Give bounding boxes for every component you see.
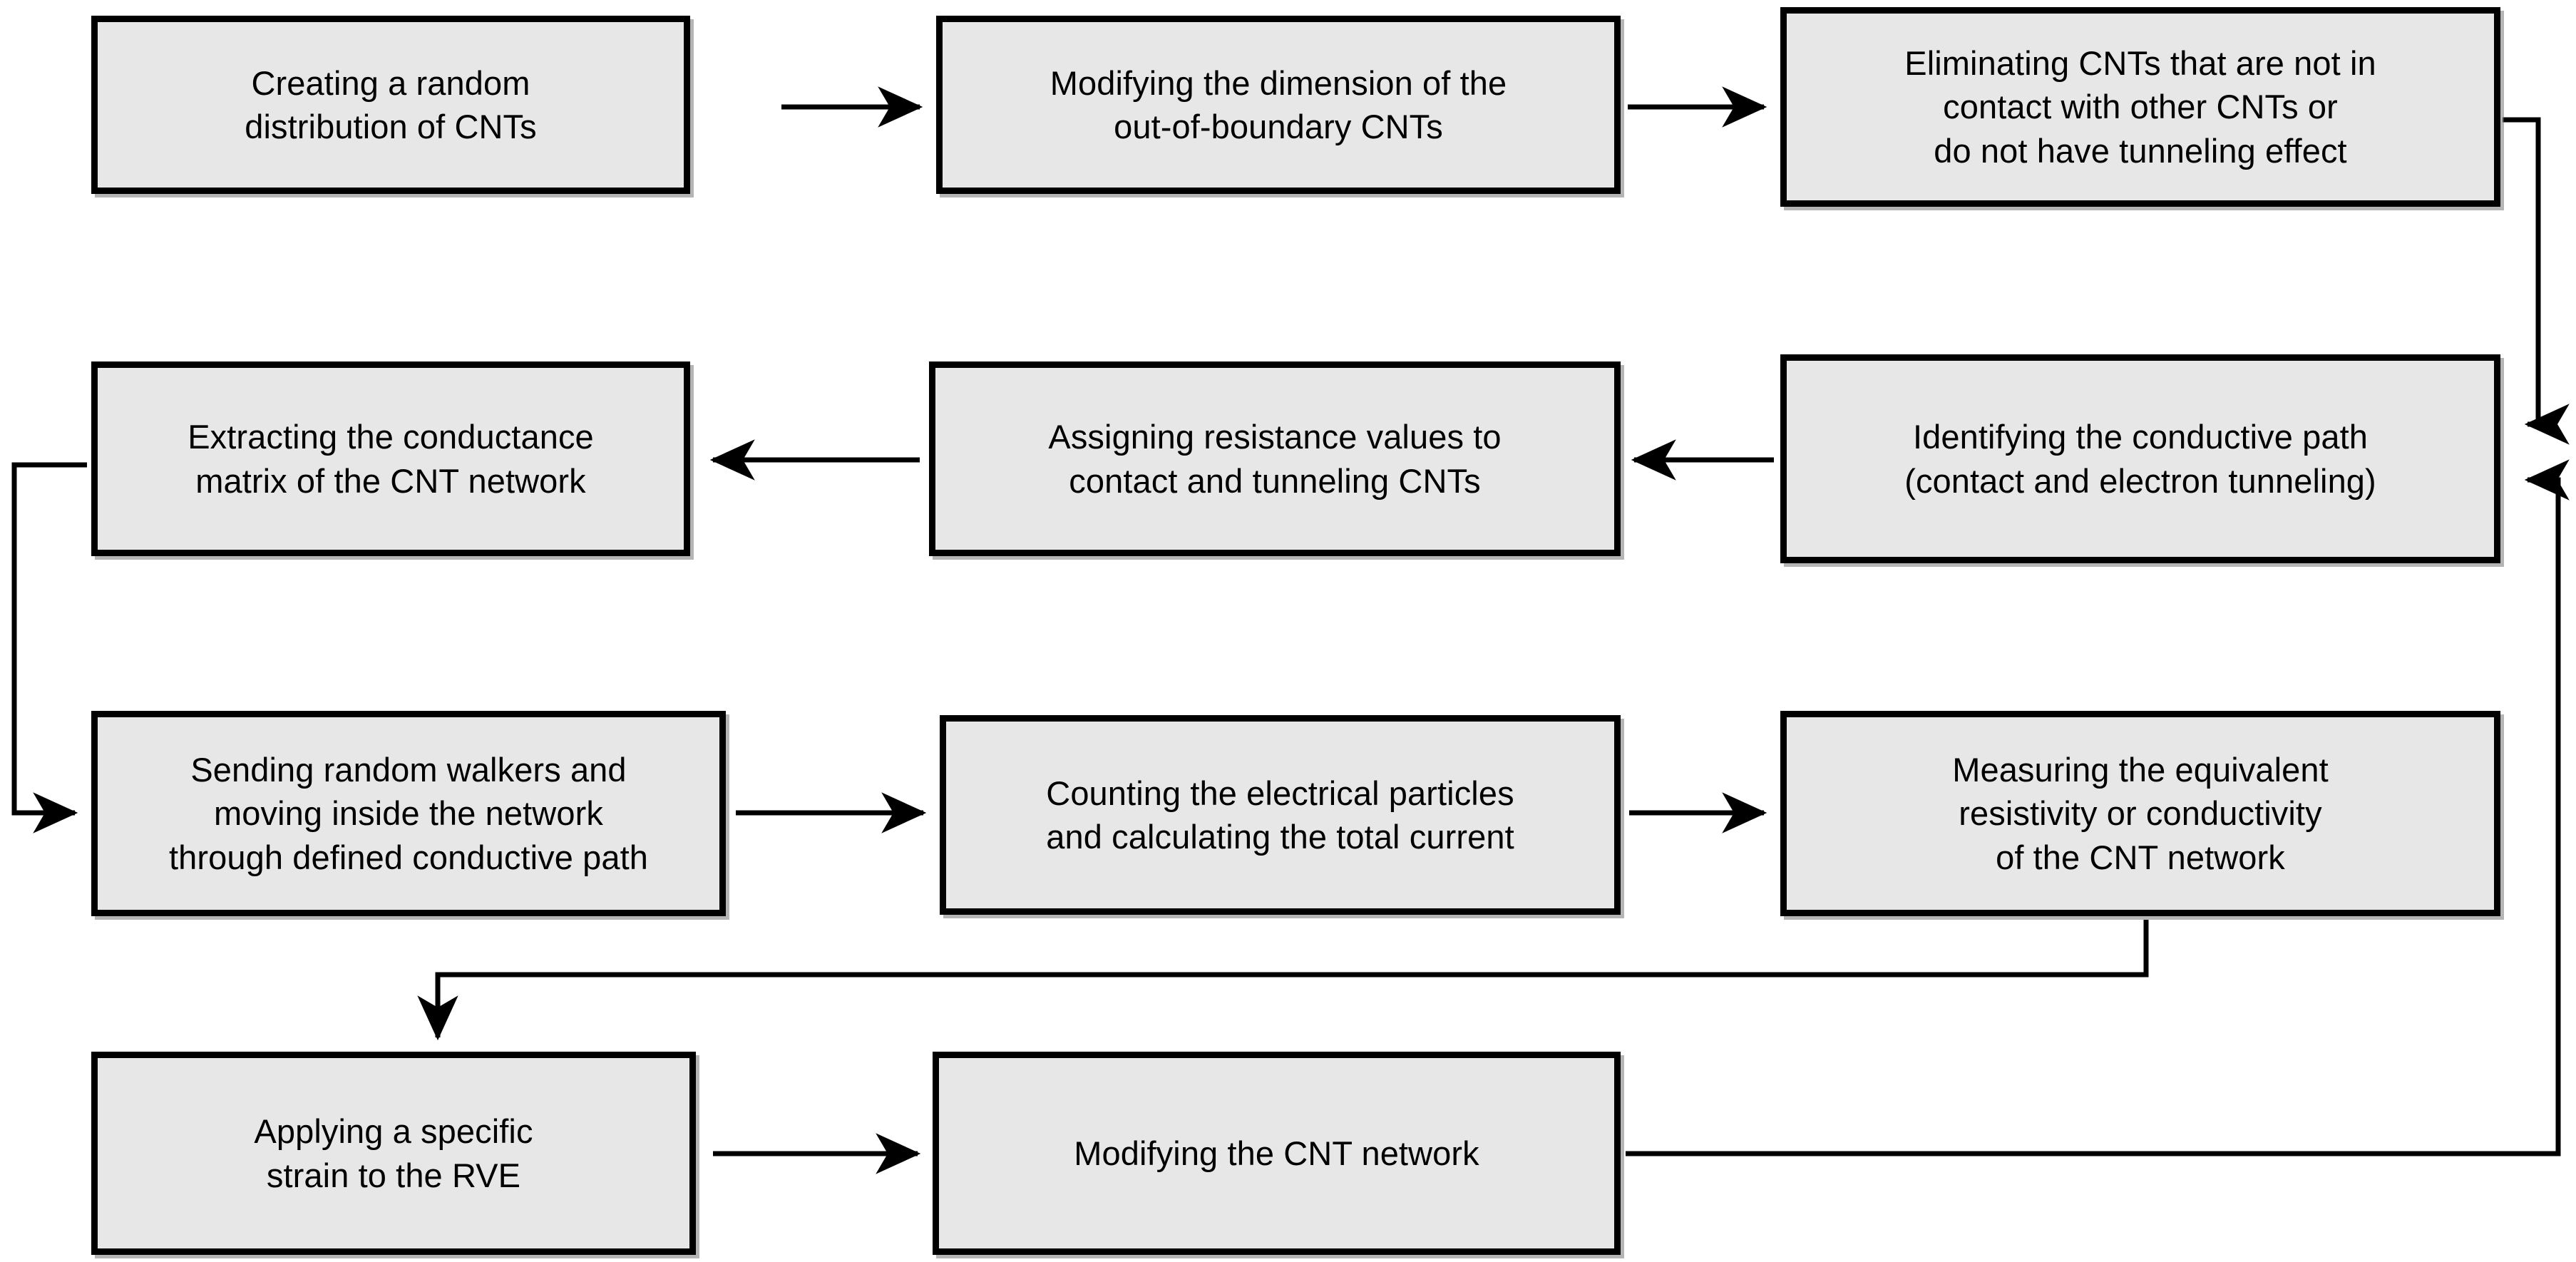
node-apply-strain-rve[interactable]: Applying a specific strain to the RVE [91,1052,696,1255]
node-label: Counting the electrical particles and ca… [1046,774,1514,856]
node-identify-conductive-path[interactable]: Identifying the conductive path (contact… [1780,354,2500,563]
node-label: Eliminating CNTs that are not in contact… [1904,44,2376,170]
node-label: Assigning resistance values to contact a… [1048,418,1502,500]
node-count-particles-current[interactable]: Counting the electrical particles and ca… [940,715,1621,915]
node-label: Modifying the dimension of the out-of-bo… [1050,63,1507,145]
node-assign-resistance-values[interactable]: Assigning resistance values to contact a… [929,361,1621,556]
node-label: Sending random walkers and moving inside… [168,751,649,876]
connector-measure-to-apply-strain [417,920,2149,1041]
node-label: Identifying the conductive path (contact… [1904,418,2376,500]
node-modify-cnt-network[interactable]: Modifying the CNT network [933,1052,1621,1255]
node-eliminate-isolated-cnts[interactable]: Eliminating CNTs that are not in contact… [1780,7,2500,207]
node-label: Modifying the CNT network [1074,1134,1479,1172]
node-label: Measuring the equivalent resistivity or … [1952,751,2329,876]
node-label: Creating a random distribution of CNTs [245,63,537,145]
node-label: Applying a specific strain to the RVE [254,1112,533,1194]
connector-eliminate-to-identify [2503,117,2570,445]
node-label: Extracting the conductance matrix of the… [188,418,594,500]
connector-extract-to-walkers [11,462,87,833]
node-measure-resistivity[interactable]: Measuring the equivalent resistivity or … [1780,711,2500,916]
node-extract-conductance-matrix[interactable]: Extracting the conductance matrix of the… [91,361,690,556]
node-send-random-walkers[interactable]: Sending random walkers and moving inside… [91,711,726,916]
node-modify-out-of-boundary[interactable]: Modifying the dimension of the out-of-bo… [936,16,1621,194]
node-create-random-distribution[interactable]: Creating a random distribution of CNTs [91,16,690,194]
